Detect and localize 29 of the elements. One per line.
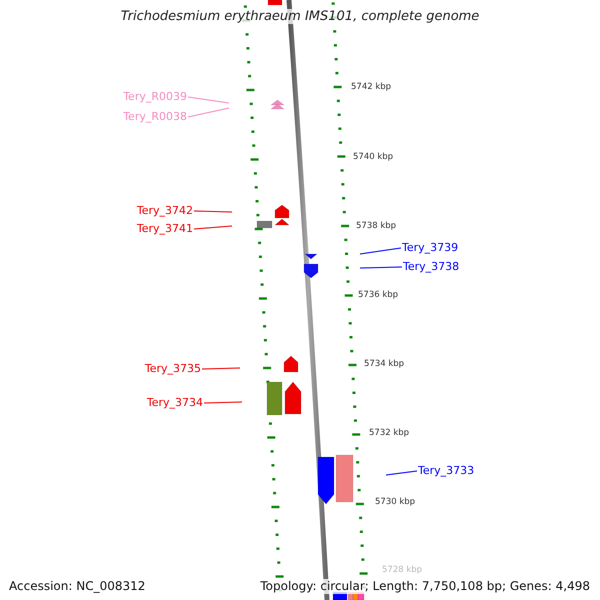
scale-label: 5730 kbp (375, 496, 416, 508)
genome-stats: Topology: circular; Length: 7,750,108 bp; Genes: 4,498 (260, 579, 590, 594)
scale-label: 5736 kbp (358, 289, 398, 301)
scale-label: 5728 kbp (382, 564, 422, 576)
leader-line (386, 470, 418, 476)
leader-line (194, 210, 232, 212)
scale-label: 5742 kbp (351, 81, 392, 93)
leader-line (188, 108, 230, 118)
gene-label: Tery_R0039 (123, 89, 187, 105)
gene-label: Tery_3733 (418, 463, 474, 479)
leader-line (188, 96, 230, 104)
leader-line (360, 248, 402, 254)
accession-label: Accession: NC_008312 (9, 579, 146, 594)
leader-line (194, 226, 232, 230)
title: Trichodesmium erythraeum IMS101, complete genome (120, 9, 480, 24)
gene-label: Tery_3738 (403, 259, 460, 275)
scale-label: 5738 kbp (356, 220, 396, 232)
leader-line (204, 402, 242, 404)
scale-label: 5734 kbp (364, 358, 404, 370)
scale-label: 5732 kbp (369, 427, 410, 439)
gene-label: Tery_3742 (136, 203, 193, 219)
leader-line (360, 266, 402, 268)
leader-line (202, 368, 240, 370)
gene-label: Tery_3735 (144, 361, 201, 377)
gene-label: Tery_3739 (402, 240, 458, 256)
scale-label: 5740 kbp (353, 151, 394, 163)
gene-label: Tery_R0038 (123, 109, 187, 125)
gene-label: Tery_3741 (136, 221, 193, 237)
gene-label: Tery_3734 (146, 395, 203, 411)
